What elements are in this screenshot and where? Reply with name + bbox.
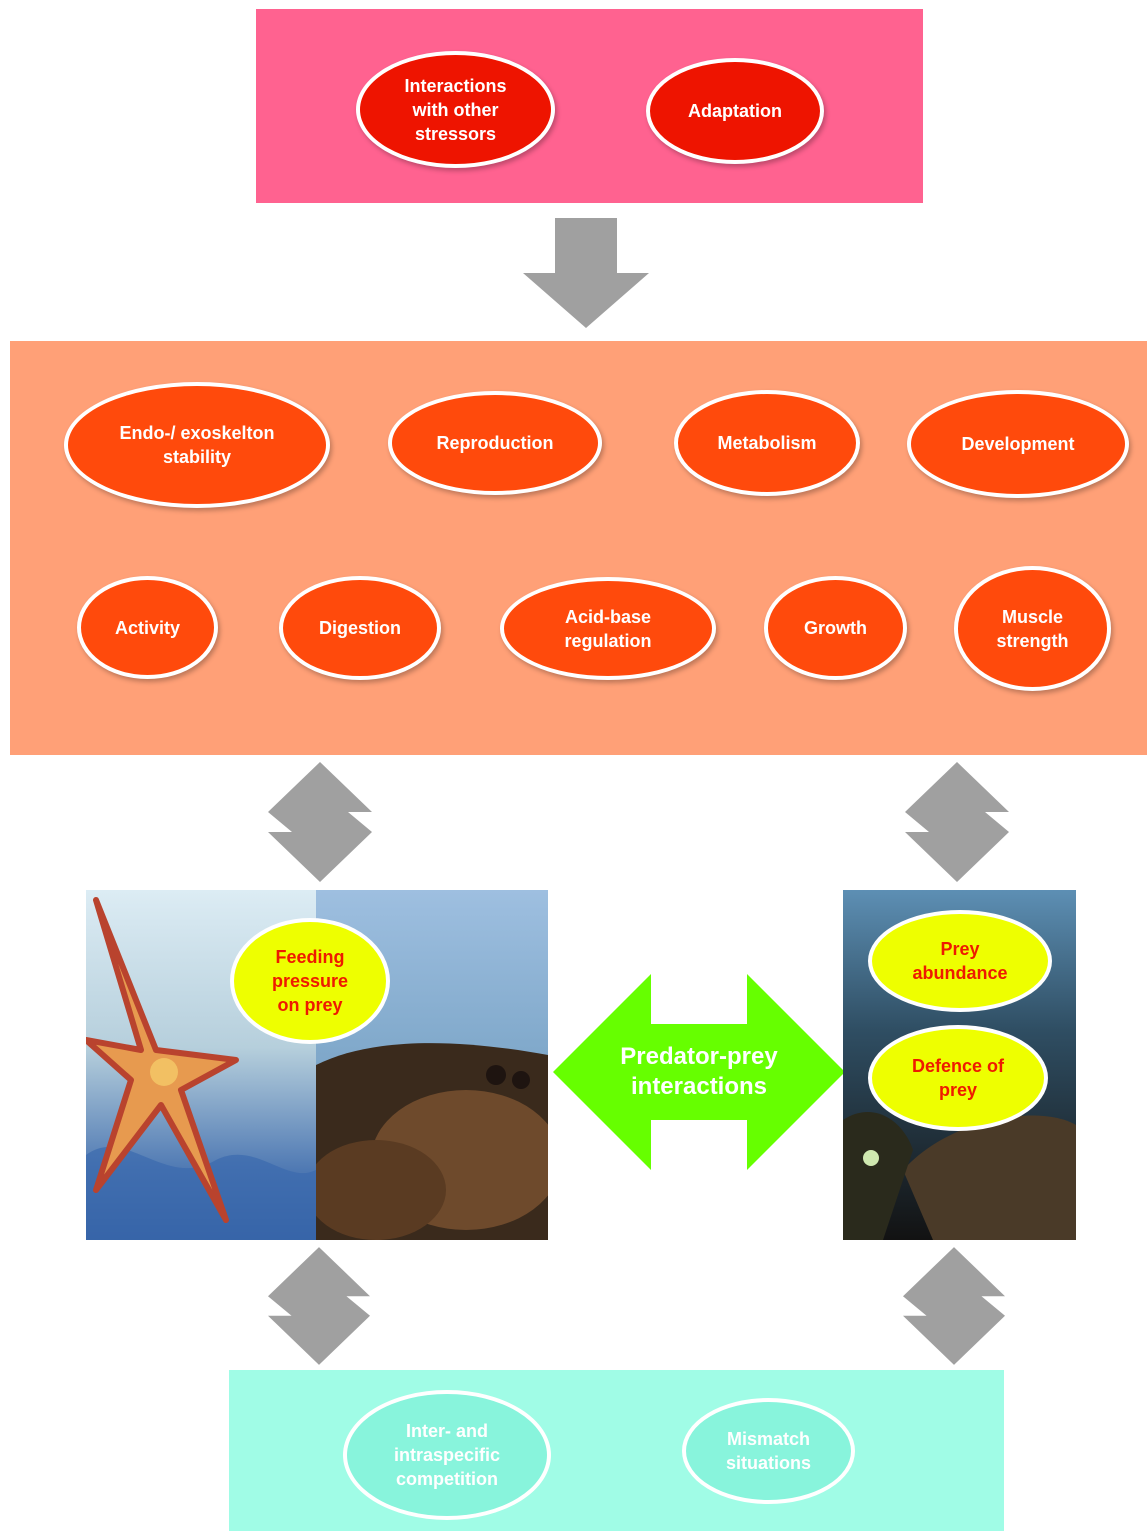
- development-ellipse: Development: [907, 390, 1129, 498]
- starfish-icon: [86, 890, 316, 1240]
- growth-ellipse: Growth: [764, 576, 907, 680]
- predator-prey-label: Predator-prey interactions: [620, 1043, 778, 1100]
- metabolism-ellipse: Metabolism: [674, 390, 860, 496]
- double-arrow-icon: [903, 1247, 1005, 1365]
- activity-ellipse: Activity: [77, 576, 218, 679]
- down-arrow-icon: [523, 218, 649, 328]
- reproduction-ellipse: Reproduction: [388, 391, 602, 495]
- double-arrow-icon: [268, 762, 372, 882]
- muscle-strength-ellipse: Muscle strength: [954, 566, 1111, 691]
- mismatch-ellipse: Mismatch situations: [682, 1398, 855, 1504]
- double-arrow-icon: [553, 974, 845, 1170]
- adaptation-ellipse: Adaptation: [646, 58, 824, 164]
- interactions-ellipse: Interactions with other stressors: [356, 51, 555, 168]
- crab-icon: [316, 890, 548, 1240]
- digestion-ellipse: Digestion: [279, 576, 441, 680]
- prey-abundance-ellipse: Prey abundance: [868, 910, 1052, 1012]
- competition-ellipse: Inter- and intraspecific competition: [343, 1390, 551, 1520]
- starfish-crab-photo: [86, 890, 548, 1240]
- acid-base-ellipse: Acid-base regulation: [500, 577, 716, 680]
- defence-of-prey-ellipse: Defence of prey: [868, 1025, 1048, 1131]
- feeding-pressure-ellipse: Feeding pressure on prey: [230, 918, 390, 1044]
- endo-exoskeleton-ellipse: Endo-/ exoskelton stability: [64, 382, 330, 508]
- double-arrow-icon: [268, 1247, 370, 1365]
- double-arrow-icon: [905, 762, 1009, 882]
